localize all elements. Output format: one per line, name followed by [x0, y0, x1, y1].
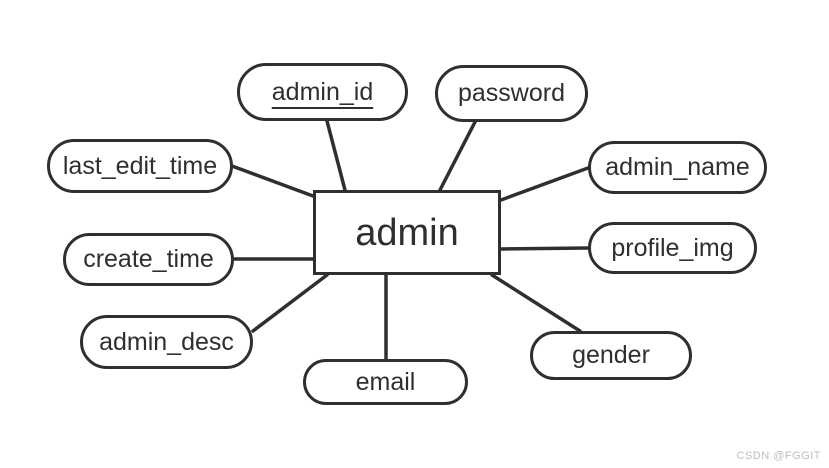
edge-admin-admin_id: [325, 119, 347, 192]
attribute-label-admin_desc: admin_desc: [99, 327, 234, 356]
edge-admin-last_edit_time: [230, 164, 315, 198]
attribute-node-email[interactable]: email: [303, 359, 468, 405]
edge-admin-gender: [490, 273, 582, 333]
attribute-node-admin_name[interactable]: admin_name: [588, 141, 767, 194]
entity-node-admin[interactable]: admin: [313, 190, 501, 275]
attribute-node-password[interactable]: password: [435, 65, 588, 122]
entity-label-admin: admin: [355, 211, 459, 254]
edge-admin-admin_name: [499, 166, 590, 202]
attribute-node-last_edit_time[interactable]: last_edit_time: [47, 139, 233, 193]
attribute-node-admin_id[interactable]: admin_id: [237, 63, 408, 121]
attribute-node-gender[interactable]: gender: [530, 331, 692, 380]
edge-admin-password: [438, 120, 477, 192]
attribute-label-gender: gender: [572, 341, 650, 369]
attribute-label-admin_id: admin_id: [271, 77, 374, 106]
watermark: CSDN @FGGIT: [736, 450, 821, 462]
attribute-label-create_time: create_time: [83, 245, 214, 273]
edge-admin-profile_img: [499, 246, 590, 251]
edge-admin-admin_desc: [251, 273, 329, 333]
attribute-label-profile_img: profile_img: [611, 233, 734, 262]
attribute-label-last_edit_time: last_edit_time: [62, 151, 218, 180]
attribute-label-admin_name: admin_name: [605, 153, 750, 181]
attribute-node-profile_img[interactable]: profile_img: [588, 222, 757, 274]
attribute-node-admin_desc[interactable]: admin_desc: [80, 315, 253, 369]
attribute-label-password: password: [458, 79, 565, 107]
attribute-node-create_time[interactable]: create_time: [63, 233, 234, 286]
attribute-label-email: email: [355, 367, 416, 396]
